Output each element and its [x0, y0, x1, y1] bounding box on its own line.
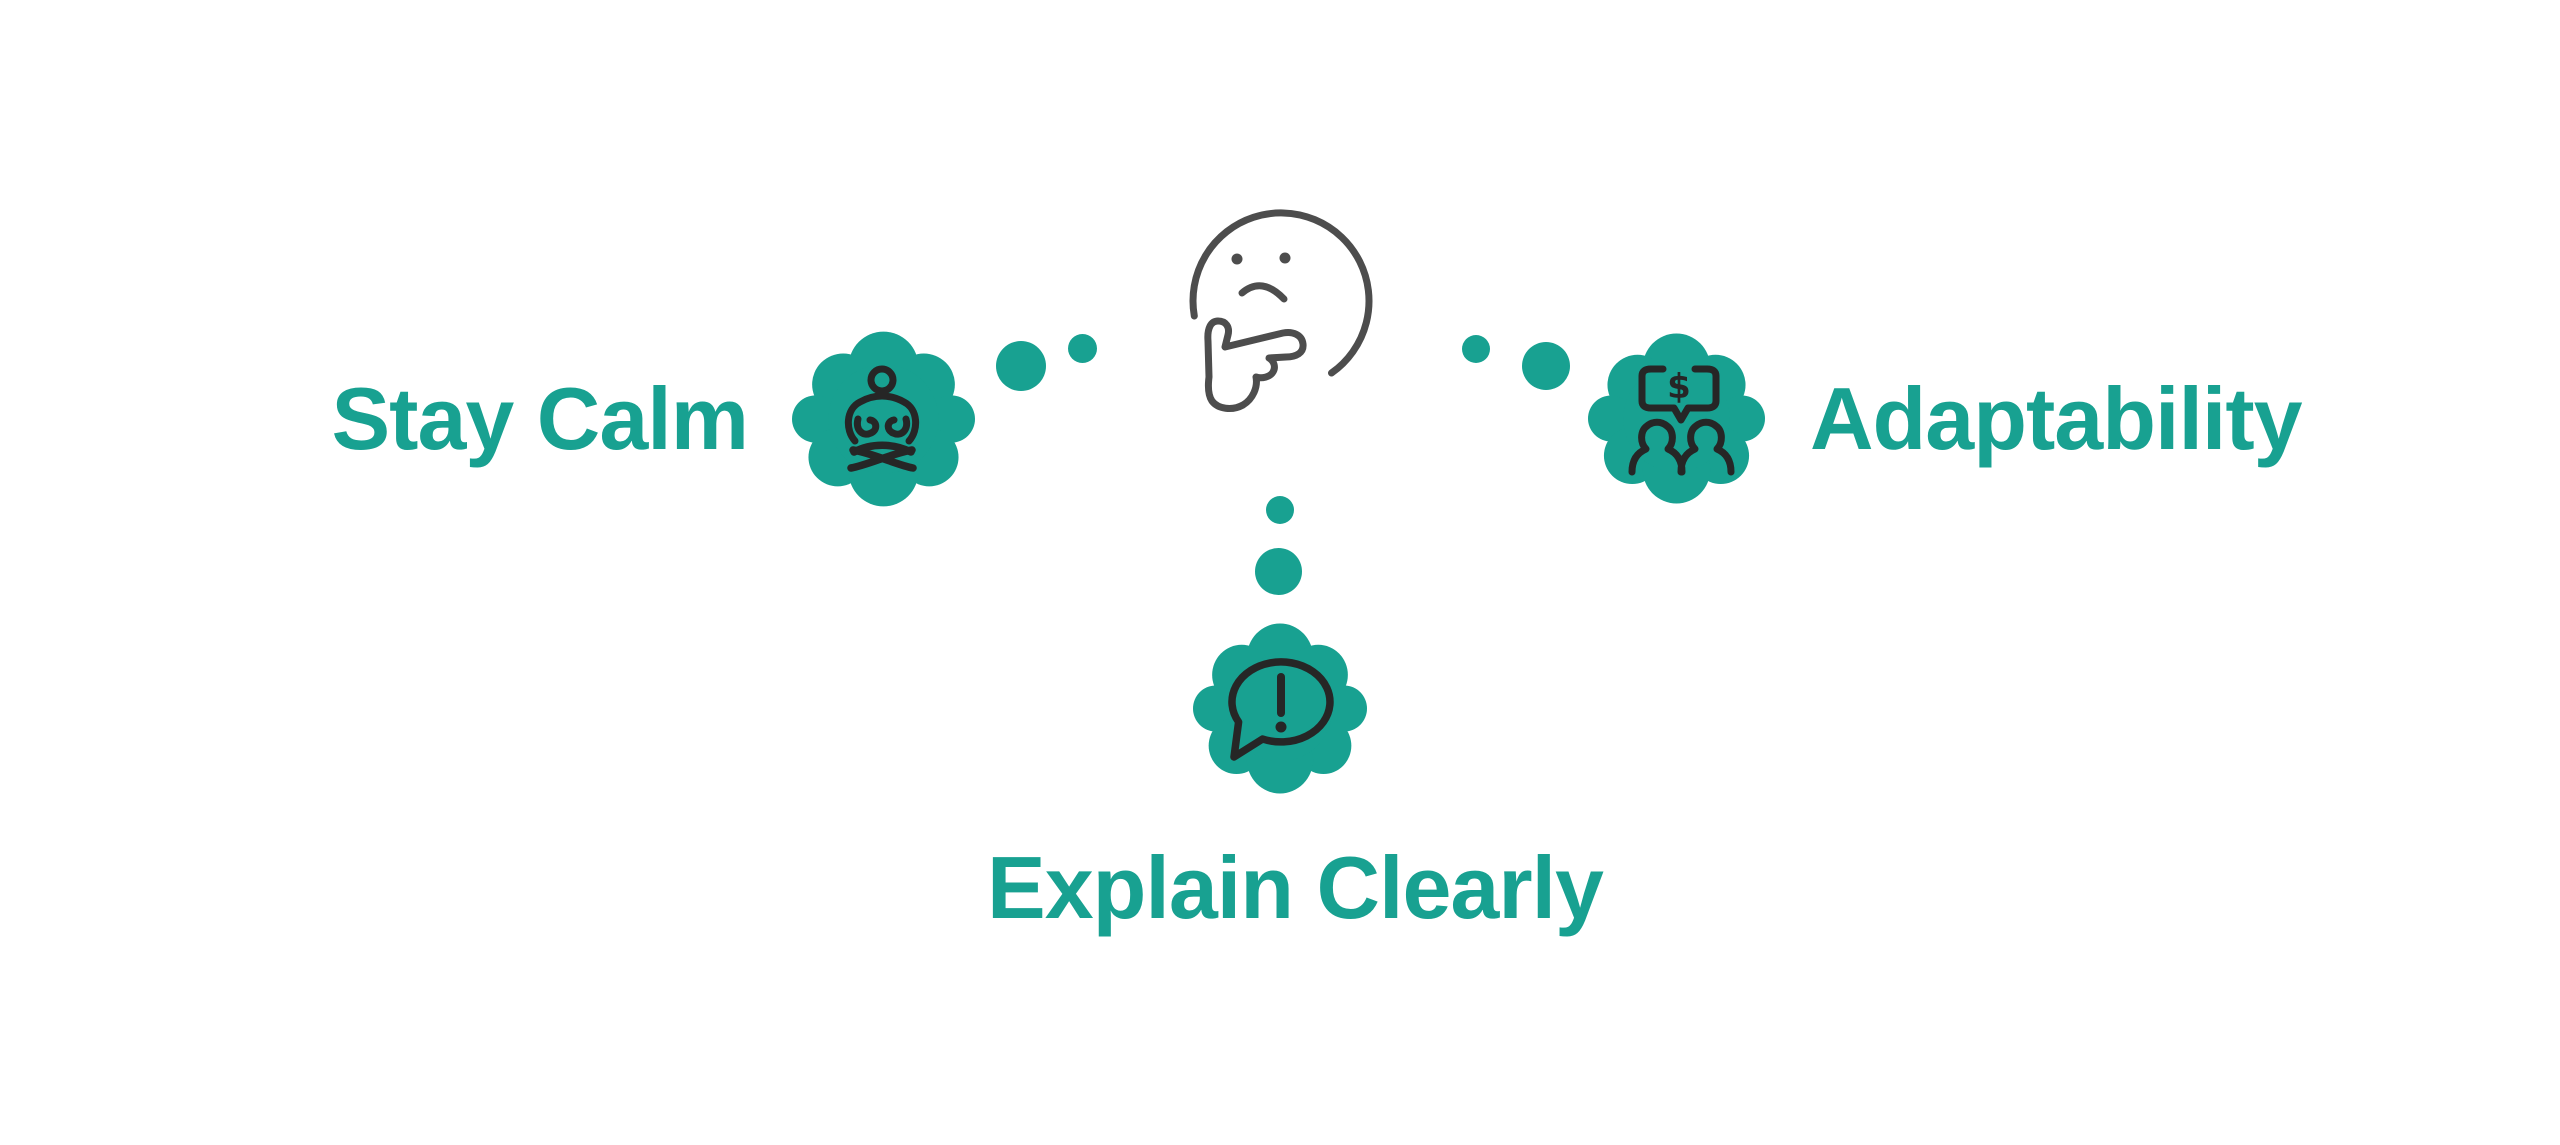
meditation-icon — [844, 365, 920, 472]
person-right — [1677, 418, 1735, 476]
thought-dot-right-large — [1522, 342, 1570, 390]
person-left — [1628, 418, 1686, 476]
thought-cloud-explain-clearly — [1193, 623, 1367, 794]
speech-balloon-outline — [1228, 658, 1334, 761]
thought-dot-bottom-small — [1266, 496, 1294, 524]
exclamation-mark — [1275, 673, 1287, 733]
dollar-sign: $ — [1667, 367, 1691, 407]
thought-dot-right-small — [1462, 335, 1490, 363]
people-money-icon: $ — [1628, 365, 1735, 476]
face-right-eye — [1279, 252, 1291, 264]
face-frown — [1238, 282, 1288, 303]
cloud-blob — [792, 331, 975, 507]
exclamation-bubble-icon — [1228, 658, 1334, 761]
adaptability-label: Adaptability — [1810, 369, 2303, 468]
face-left-eye — [1231, 253, 1243, 265]
face-thinking-hand — [1204, 317, 1307, 412]
thought-dot-left-small — [1068, 334, 1097, 363]
stay-calm-label: Stay Calm — [331, 369, 749, 468]
thought-cloud-adaptability: $ — [1588, 333, 1765, 504]
thought-dot-bottom-large — [1255, 548, 1302, 595]
face-head-outline — [1189, 209, 1373, 377]
cloud-blob — [1588, 333, 1765, 504]
thought-cloud-stay-calm — [792, 331, 975, 507]
thought-dot-left-large — [996, 341, 1046, 391]
explain-clearly-label: Explain Clearly — [987, 838, 1604, 937]
money-speech-bubble — [1638, 365, 1720, 424]
thinking-face-icon — [1189, 209, 1373, 412]
